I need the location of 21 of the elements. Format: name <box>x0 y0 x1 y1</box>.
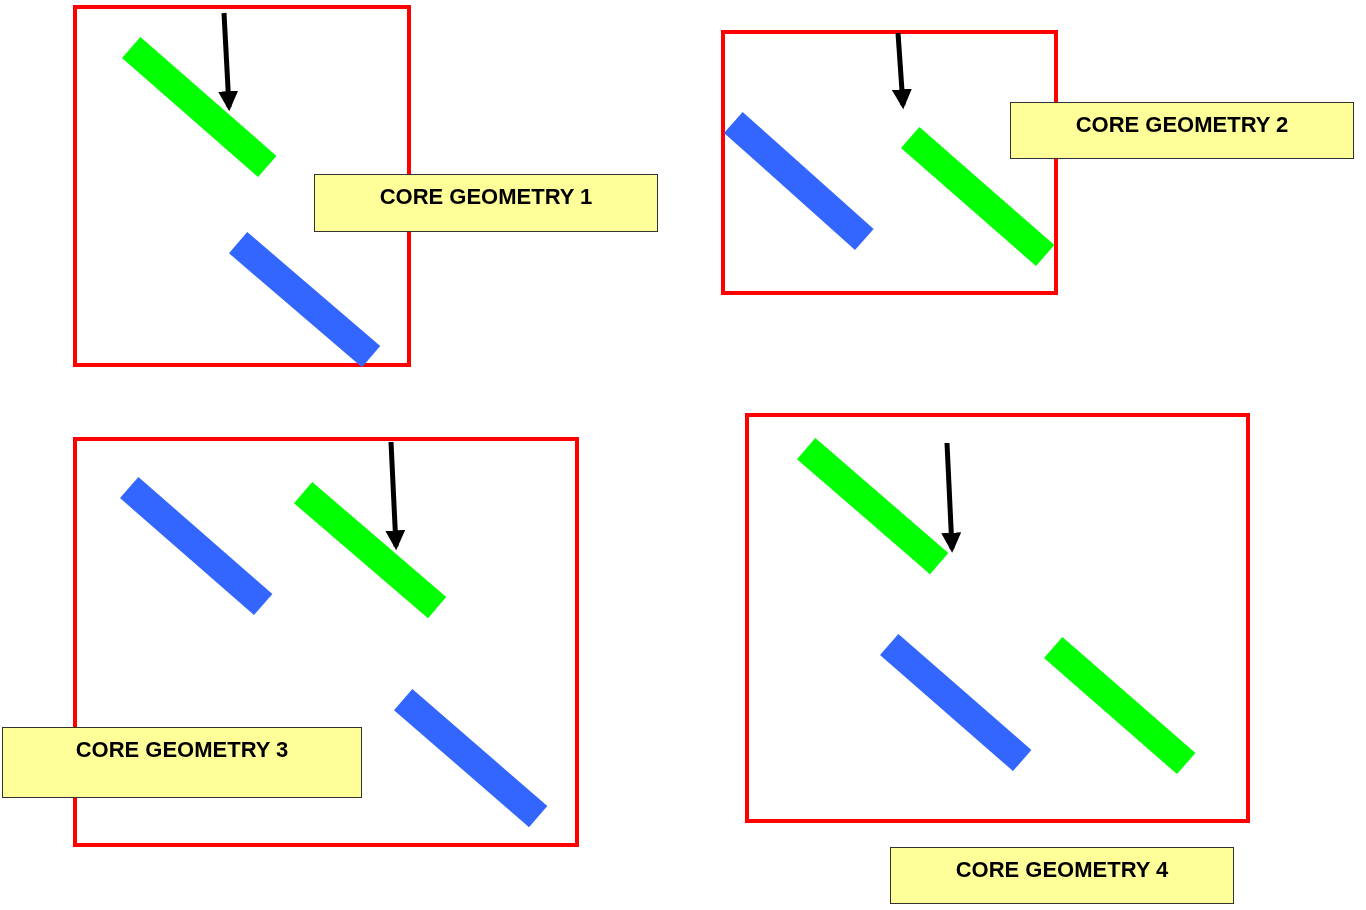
bar <box>1043 637 1196 775</box>
arrow <box>891 32 912 110</box>
arrow <box>941 442 962 553</box>
frame-outline <box>73 437 579 847</box>
caption-label: CORE GEOMETRY 2 <box>1010 102 1354 159</box>
frame-outline <box>745 413 1250 823</box>
bar <box>393 689 548 828</box>
bar <box>119 477 273 616</box>
caption-label: CORE GEOMETRY 1 <box>314 174 658 232</box>
arrow <box>385 441 406 551</box>
bar <box>293 482 447 619</box>
bar <box>121 37 277 178</box>
arrow <box>218 12 239 112</box>
bar <box>900 127 1055 267</box>
caption-label: CORE GEOMETRY 3 <box>2 727 362 798</box>
bar <box>796 438 949 575</box>
bar <box>228 232 381 368</box>
bar <box>879 634 1032 772</box>
caption-label: CORE GEOMETRY 4 <box>890 847 1234 904</box>
bar <box>723 111 874 250</box>
frame-outline <box>721 30 1058 295</box>
